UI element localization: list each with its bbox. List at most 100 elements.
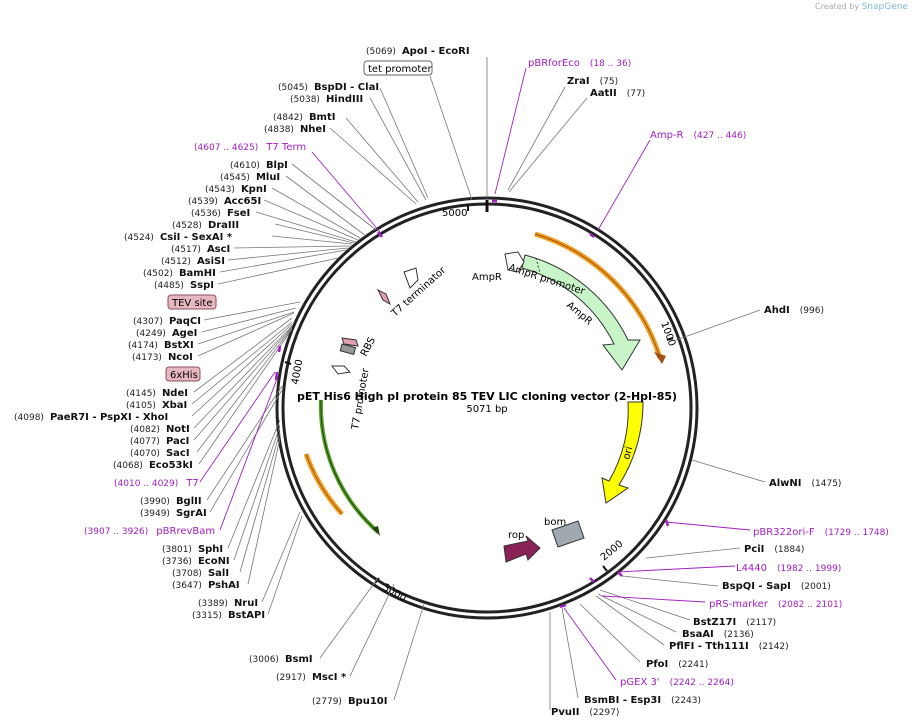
tick-4000: 4000 bbox=[290, 359, 305, 386]
enzyme-name: HindIII bbox=[326, 94, 363, 105]
enzyme-pos: (3315) bbox=[192, 611, 222, 621]
label-ori: ori bbox=[621, 445, 635, 460]
enzyme-name: BmtI bbox=[309, 112, 336, 123]
rbs-box bbox=[339, 343, 357, 355]
enzyme-pos: (2136) bbox=[724, 630, 754, 640]
primer-range: (1729 .. 1748) bbox=[825, 528, 889, 538]
enzyme-name: CsiI - SexAI * bbox=[160, 232, 233, 243]
bom-box bbox=[551, 520, 585, 548]
primer-name: Amp-R bbox=[650, 130, 684, 141]
enzyme-name: BstXI bbox=[164, 340, 194, 351]
leader-lines bbox=[191, 57, 766, 710]
primer-name: pGEX 3' bbox=[620, 677, 660, 688]
enzyme-name: SgrAI bbox=[176, 508, 207, 519]
primer-name: T7 bbox=[185, 478, 198, 489]
enzyme-pos: (5069) bbox=[366, 47, 396, 57]
tick-marks bbox=[284, 205, 674, 584]
primer-marks bbox=[274, 199, 670, 609]
enzyme-pos: (4173) bbox=[132, 353, 162, 363]
small-feature-1 bbox=[376, 288, 391, 306]
svg-text:(4517)AscI: (4517)AscI bbox=[171, 244, 230, 255]
svg-text:(2917)MscI *: (2917) MscI * bbox=[276, 672, 347, 683]
svg-text:BspQI - SapI(2001): BspQI - SapI(2001) bbox=[722, 581, 831, 592]
svg-text:(3990)BglII: (3990)BglII bbox=[140, 496, 202, 507]
svg-text:ZraI(75): ZraI(75) bbox=[567, 76, 618, 87]
svg-text:AlwNI(1475): AlwNI(1475) bbox=[769, 478, 841, 489]
rop-arrow bbox=[503, 535, 541, 563]
primer-name: pRS-marker bbox=[709, 599, 769, 610]
enzyme-name: Bpu10I bbox=[348, 696, 388, 707]
svg-text:(4842)BmtI: (4842) BmtI bbox=[273, 112, 335, 123]
his-tag-label: 6xHis bbox=[170, 370, 198, 381]
svg-text:(4105)XbaI: (4105)XbaI bbox=[126, 400, 187, 411]
svg-text:(3736)EcoNI: (3736) EcoNI bbox=[162, 556, 230, 567]
svg-text:(3949)SgrAI: (3949)SgrAI bbox=[140, 508, 207, 519]
svg-text:PciI(1884): PciI(1884) bbox=[744, 544, 804, 555]
ampr-feature bbox=[521, 254, 641, 371]
svg-text:(4502)BamHI: (4502) BamHI bbox=[143, 268, 216, 279]
enzyme-name: BstAPI bbox=[228, 610, 265, 621]
enzyme-name: BstZ17I bbox=[693, 617, 736, 628]
enzyme-pos: (3708) bbox=[172, 569, 202, 579]
enzyme-name: ZraI bbox=[567, 76, 590, 87]
enzyme-name: AhdI bbox=[764, 305, 790, 316]
enzyme-pos: (3647) bbox=[172, 581, 202, 591]
tick-3000: 3000 bbox=[381, 582, 409, 604]
enzyme-pos: (4502) bbox=[143, 269, 173, 279]
svg-text:(3907 .. 3926)pBRrevBam: (3907 .. 3926)pBRrevBam bbox=[84, 526, 215, 537]
enzyme-pos: (3736) bbox=[162, 557, 192, 567]
enzyme-name: BamHI bbox=[179, 268, 216, 279]
enzyme-pos: (4536) bbox=[191, 209, 221, 219]
tev-site-label: TEV site bbox=[171, 298, 213, 309]
primer-range: (1982 .. 1999) bbox=[777, 564, 841, 574]
svg-text:(4070)SacI: (4070)SacI bbox=[130, 448, 190, 459]
enzyme-pos: (4543) bbox=[205, 185, 235, 195]
enzyme-name: NotI bbox=[166, 424, 190, 435]
tet-promoter-box bbox=[363, 60, 433, 76]
enzyme-pos: (2917) bbox=[276, 673, 306, 683]
svg-text:(4838)NheI: (4838)NheI bbox=[264, 124, 326, 135]
enzyme-pos: (4524) bbox=[124, 233, 154, 243]
enzyme-pos: (4098) bbox=[14, 413, 44, 423]
enzyme-name: Eco53kI bbox=[149, 460, 193, 471]
enzyme-name: MscI * bbox=[312, 672, 347, 683]
primer-name: L4440 bbox=[736, 563, 767, 574]
svg-text:(4173)NcoI: (4173)NcoI bbox=[132, 352, 193, 363]
enzyme-name: NdeI bbox=[162, 388, 188, 399]
svg-text:pBR322ori-F(1729 .. 1748): pBR322ori-F(1729 .. 1748) bbox=[753, 527, 889, 538]
enzyme-pos: (2142) bbox=[759, 642, 789, 652]
enzyme-name: PaqCI bbox=[169, 316, 201, 327]
enzyme-name: AsiSI bbox=[197, 256, 225, 267]
svg-text:(4539)Acc65I: (4539)Acc65I bbox=[188, 196, 261, 207]
svg-text:AatII(77): AatII(77) bbox=[590, 88, 645, 99]
enzyme-name: Acc65I bbox=[224, 196, 261, 207]
enzyme-name: NruI bbox=[234, 598, 258, 609]
enzyme-pos: (5045) bbox=[278, 83, 308, 93]
enzyme-pos: (4068) bbox=[113, 461, 143, 471]
svg-text:(4068)Eco53kI: (4068) Eco53kI bbox=[113, 460, 193, 471]
svg-text:(3315)BstAPI: (3315) BstAPI bbox=[192, 610, 265, 621]
primer-range: (2082 .. 2101) bbox=[778, 600, 842, 610]
enzyme-pos: (4077) bbox=[130, 437, 160, 447]
enzyme-pos: (4545) bbox=[220, 173, 250, 183]
enzyme-pos: (2241) bbox=[678, 660, 708, 670]
primer-name: T7 Term bbox=[265, 142, 306, 153]
enzyme-pos: (4842) bbox=[273, 113, 303, 123]
svg-text:pRS-marker(2082 .. 2101): pRS-marker (2082 .. 2101) bbox=[709, 599, 842, 610]
enzyme-pos: (4610) bbox=[230, 161, 260, 171]
svg-text:BstZ17I(2117): BstZ17I(2117) bbox=[693, 617, 776, 628]
enzyme-name: BsaAI bbox=[682, 629, 714, 640]
ori-feature bbox=[601, 401, 644, 504]
primer-range: (2242 .. 2264) bbox=[670, 678, 734, 688]
enzyme-name: PfoI bbox=[646, 659, 668, 670]
primer-range: (427 .. 446) bbox=[694, 131, 747, 141]
enzyme-name: AlwNI bbox=[769, 478, 802, 489]
enzyme-name: EcoNI bbox=[198, 556, 230, 567]
svg-text:BsaAI(2136): BsaAI (2136) bbox=[682, 629, 754, 640]
primer-arc-green bbox=[318, 399, 380, 534]
primer-lines bbox=[199, 67, 751, 681]
svg-text:(4485)SspI: (4485)SspI bbox=[154, 280, 214, 291]
ampr-promoter-arrow bbox=[504, 251, 525, 273]
enzyme-name: PacI bbox=[166, 436, 189, 447]
primer-range: (4607 .. 4625) bbox=[194, 143, 258, 153]
